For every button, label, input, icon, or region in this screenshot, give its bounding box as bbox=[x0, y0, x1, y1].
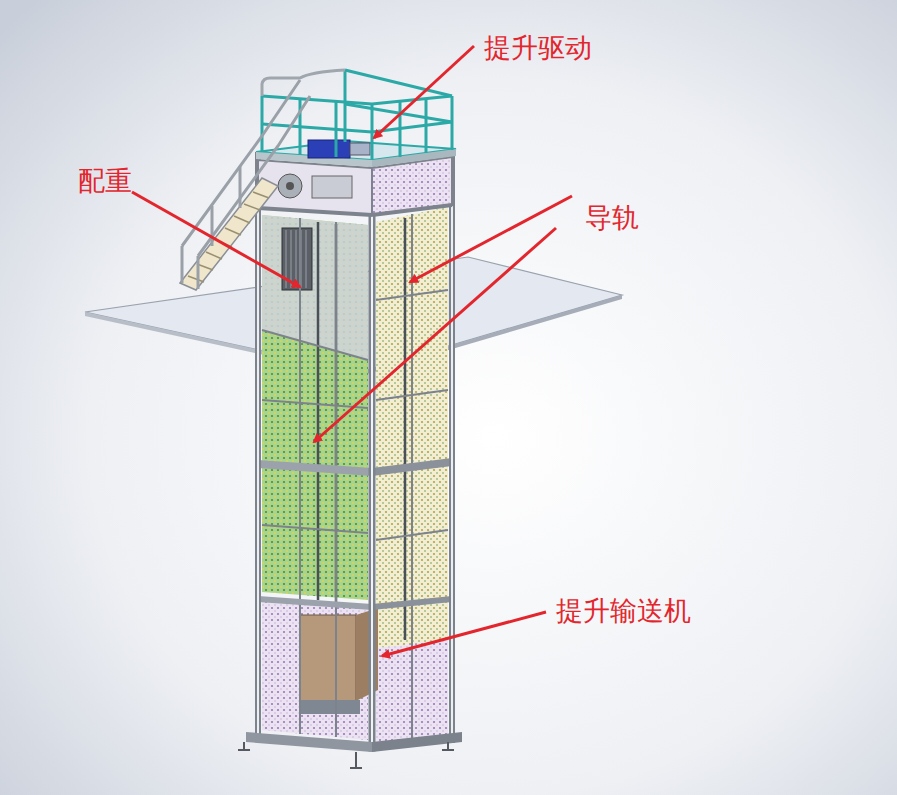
railing bbox=[262, 70, 345, 96]
frame-column bbox=[449, 152, 455, 740]
frame-column bbox=[255, 155, 261, 738]
stairs bbox=[234, 216, 250, 223]
stairs bbox=[198, 96, 310, 256]
callout-label: 提升输送机 bbox=[556, 597, 691, 625]
frame-grid bbox=[335, 222, 337, 737]
railing bbox=[399, 100, 402, 157]
leader-lines bbox=[132, 46, 572, 656]
leader-line bbox=[314, 228, 556, 442]
counterweight-slats bbox=[291, 230, 292, 288]
mesh-panel bbox=[262, 600, 368, 740]
frame-column bbox=[371, 162, 373, 748]
stairs bbox=[197, 256, 200, 289]
guide-rail bbox=[318, 218, 405, 640]
tower bbox=[180, 70, 462, 768]
base-frame bbox=[355, 752, 357, 768]
stairs bbox=[188, 192, 269, 282]
frame-column bbox=[257, 155, 259, 738]
callout-label: 提升驱动 bbox=[484, 34, 592, 62]
counterweight-slats bbox=[306, 230, 307, 288]
frame-column bbox=[451, 152, 453, 740]
callout-label: 配重 bbox=[78, 167, 132, 195]
frame-grid bbox=[299, 218, 301, 734]
base-frame bbox=[238, 732, 462, 768]
frame-column bbox=[258, 152, 452, 748]
guide-rail bbox=[404, 218, 407, 640]
frame-band bbox=[258, 460, 372, 476]
stairs bbox=[180, 80, 310, 290]
railing bbox=[262, 70, 452, 160]
frame-grid bbox=[376, 290, 448, 300]
leader-line bbox=[374, 46, 474, 138]
frame-grid bbox=[262, 214, 448, 738]
frame-grid bbox=[262, 525, 368, 533]
base-frame bbox=[442, 749, 454, 751]
frame-grid bbox=[376, 390, 448, 400]
stairs bbox=[181, 246, 184, 283]
frame-band bbox=[258, 596, 372, 610]
leader-line bbox=[410, 196, 572, 282]
stairs bbox=[253, 192, 269, 198]
head-beam bbox=[372, 205, 452, 215]
stairs bbox=[225, 228, 241, 235]
guide-rail bbox=[317, 222, 320, 600]
frame-grid bbox=[376, 530, 448, 540]
stairs bbox=[180, 178, 278, 290]
base-frame bbox=[238, 742, 454, 768]
railing bbox=[262, 96, 452, 104]
frame-band bbox=[372, 596, 452, 610]
drive-motor bbox=[308, 140, 350, 158]
drive-reducer bbox=[350, 143, 370, 155]
stairs bbox=[206, 252, 222, 259]
stairs bbox=[188, 276, 204, 282]
gearbox bbox=[312, 176, 352, 198]
frame-column bbox=[369, 162, 376, 748]
frame-band bbox=[258, 458, 452, 610]
stairs bbox=[182, 80, 300, 246]
leader-line bbox=[382, 612, 546, 656]
load-box bbox=[300, 615, 356, 701]
frame-grid bbox=[262, 330, 368, 360]
conveyor bbox=[300, 700, 360, 714]
frame-grid bbox=[411, 214, 413, 738]
base-frame bbox=[350, 767, 362, 769]
head-beam bbox=[258, 208, 372, 215]
drive-hub bbox=[286, 182, 294, 190]
leader-line bbox=[132, 192, 300, 287]
stairs bbox=[244, 204, 260, 210]
base-frame bbox=[238, 749, 250, 751]
base-frame bbox=[246, 732, 372, 752]
railing bbox=[335, 102, 338, 157]
drive-wheel bbox=[278, 174, 302, 198]
frame-band bbox=[372, 458, 452, 476]
base-frame bbox=[243, 742, 245, 750]
counterweight-slats bbox=[296, 230, 297, 288]
upper-shaft bbox=[262, 215, 368, 360]
base-frame bbox=[372, 732, 462, 752]
railing bbox=[425, 98, 428, 153]
callout-label: 导轨 bbox=[585, 204, 639, 232]
top-platform-edge bbox=[372, 149, 456, 167]
base-frame bbox=[447, 742, 449, 750]
head-frame bbox=[372, 157, 452, 215]
